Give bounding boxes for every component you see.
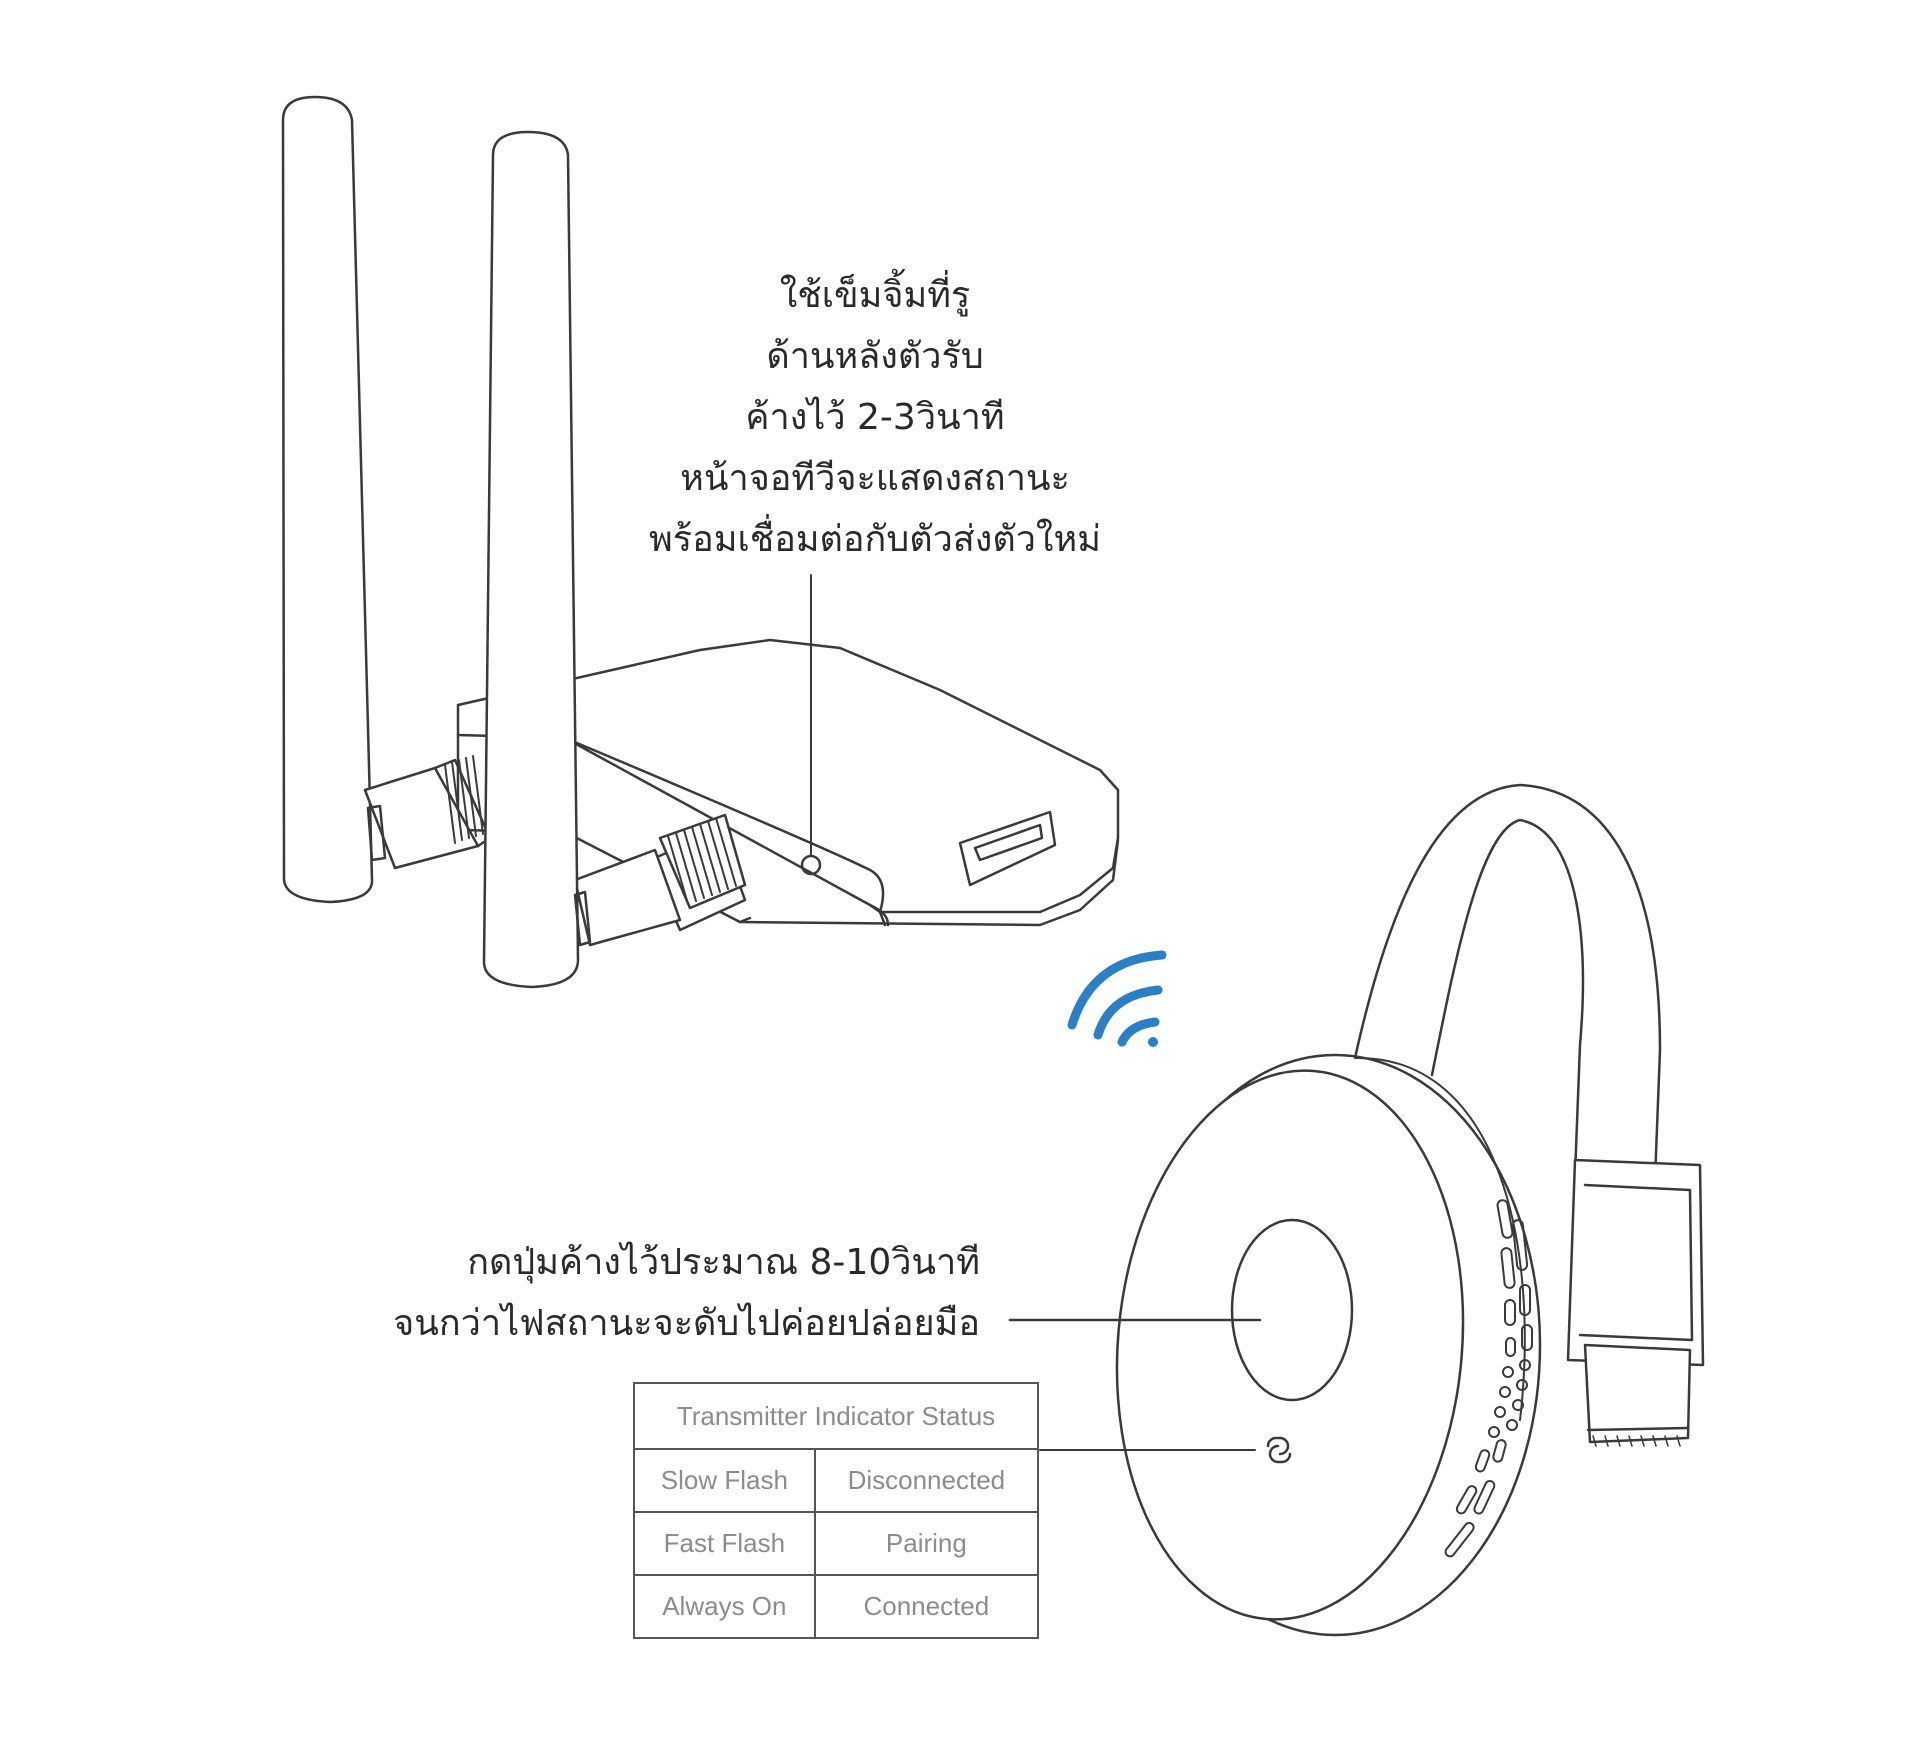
indicator-status-table: Transmitter Indicator Status Slow Flash …	[633, 1382, 1040, 1639]
receiver-note-line: ด้านหลังตัวรับ	[766, 336, 984, 377]
transmitter-reset-instructions: กดปุ่มค้างไว้ประมาณ 8-10วินาที จนกว่าไฟส…	[260, 1232, 980, 1354]
receiver-note-line: พร้อมเชื่อมต่อกับตัวส่งตัวใหม่	[649, 519, 1101, 560]
table-row: Always On Connected	[633, 1574, 1040, 1639]
status-cell: Pairing	[813, 1511, 1040, 1576]
transmitter-device	[1008, 783, 1705, 1637]
status-cell: Disconnected	[813, 1448, 1040, 1513]
indicator-cell: Fast Flash	[633, 1511, 816, 1576]
table-row: Slow Flash Disconnected	[633, 1448, 1040, 1513]
receiver-antenna-right	[482, 130, 747, 989]
receiver-antenna-left	[281, 95, 492, 904]
receiver-note-line: ใช้เข็มจิ้มที่รู	[779, 275, 971, 316]
receiver-device	[281, 95, 1120, 989]
link-icon	[1266, 1436, 1292, 1464]
transmitter-note-line: กดปุ่มค้างไว้ประมาณ 8-10วินาที	[467, 1242, 980, 1283]
wifi-signal-icon	[1067, 950, 1167, 1047]
receiver-hdmi-port	[958, 810, 1057, 887]
status-table-title: Transmitter Indicator Status	[633, 1382, 1039, 1450]
transmitter-note-line: จนกว่าไฟสถานะจะดับไปค่อยปล่อยมือ	[393, 1303, 980, 1344]
indicator-cell: Slow Flash	[633, 1448, 816, 1513]
transmitter-hdmi-plug	[1566, 1158, 1705, 1447]
table-row: Fast Flash Pairing	[633, 1511, 1040, 1576]
transmitter-vents	[1444, 1199, 1533, 1558]
status-cell: Connected	[813, 1574, 1040, 1639]
receiver-note-line: ค้างไว้ 2-3วินาที	[745, 397, 1005, 438]
receiver-note-line: หน้าจอทีวีจะแสดงสถานะ	[680, 458, 1070, 499]
indicator-cell: Always On	[633, 1574, 816, 1639]
receiver-reset-instructions: ใช้เข็มจิ้มที่รู ด้านหลังตัวรับ ค้างไว้ …	[560, 265, 1190, 570]
transmitter-cable	[1353, 783, 1662, 1182]
transmitter-button	[1230, 1218, 1354, 1402]
